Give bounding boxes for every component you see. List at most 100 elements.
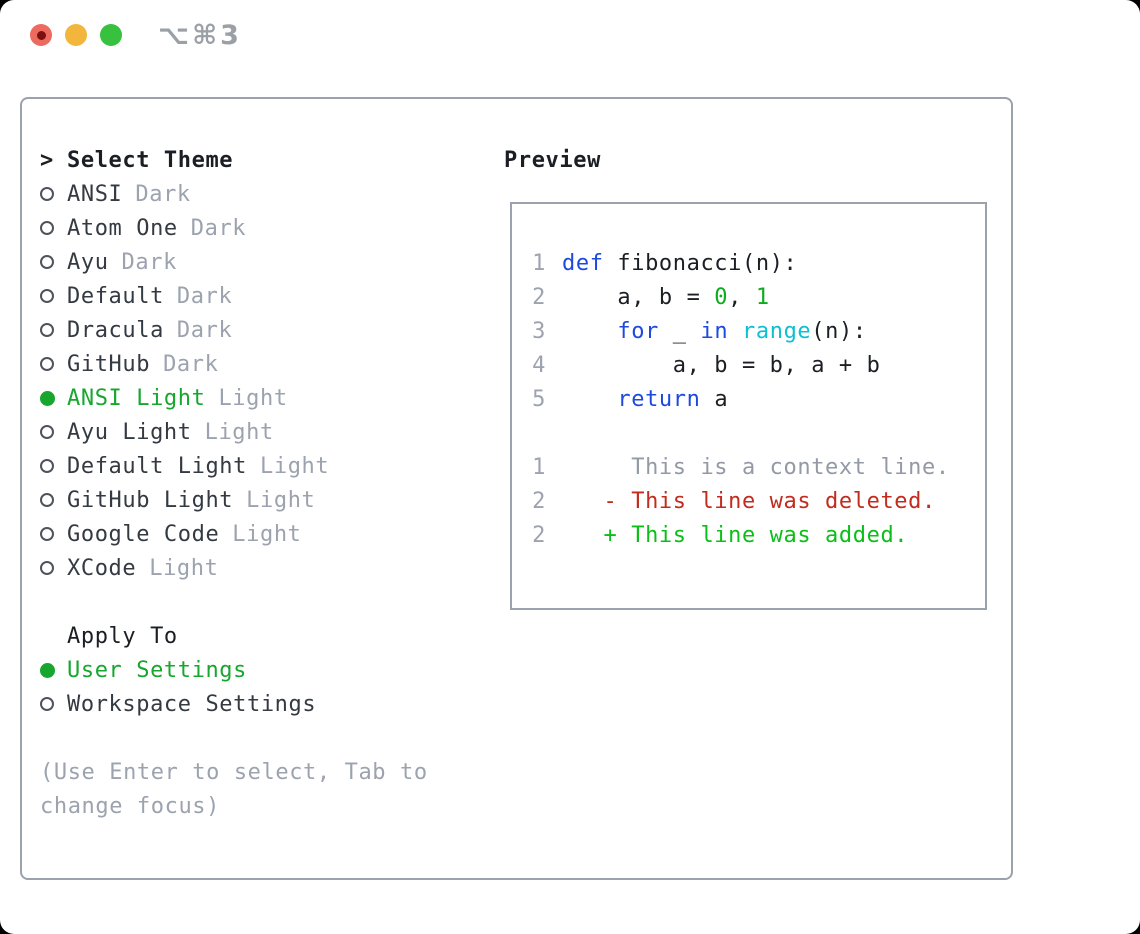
zoom-button[interactable] — [100, 24, 122, 46]
radio-cell — [40, 697, 67, 711]
apply-option-workspace-settings[interactable]: Workspace Settings — [40, 687, 428, 721]
theme-name: Atom One — [67, 215, 178, 241]
line-number: 1 — [532, 454, 546, 480]
code-text: for _ in range(n): — [617, 318, 867, 344]
apply-option-user-settings[interactable]: User Settings — [40, 653, 428, 687]
select-theme-heading: > Select Theme — [40, 143, 428, 177]
select-theme-title: Select Theme — [67, 147, 234, 173]
radio-cell — [40, 221, 67, 235]
radio-unselected-icon — [40, 289, 54, 303]
radio-unselected-icon — [40, 323, 54, 337]
code-line: 4 a, b = b, a + b — [512, 348, 985, 382]
line-number: 1 — [532, 250, 546, 276]
theme-option-atom-one-dark[interactable]: Atom One Dark — [40, 211, 428, 245]
code-text: a, b = 0, 1 — [562, 284, 770, 310]
theme-variant-label: Dark — [176, 283, 233, 309]
radio-cell — [40, 527, 67, 541]
help-line-2: change focus) — [40, 793, 220, 819]
theme-option-ayu-dark[interactable]: Ayu Dark — [40, 245, 428, 279]
radio-unselected-icon — [40, 493, 54, 507]
line-number: 2 — [532, 284, 546, 310]
theme-option-google-code-light[interactable]: Google Code Light — [40, 517, 428, 551]
radio-unselected-icon — [40, 425, 54, 439]
code-line: 1 def fibonacci(n): — [512, 246, 985, 280]
diff-line-added: 2 + This line was added. — [512, 518, 985, 552]
theme-option-github-light-light[interactable]: GitHub Light Light — [40, 483, 428, 517]
diff-preview: 1 This is a context line.2 - This line w… — [512, 450, 985, 552]
radio-unselected-icon — [40, 527, 54, 541]
line-number: 3 — [532, 318, 546, 344]
radio-unselected-icon — [40, 187, 54, 201]
theme-name: GitHub Light — [67, 487, 234, 513]
code-line: 3 for _ in range(n): — [512, 314, 985, 348]
help-line-1: (Use Enter to select, Tab to — [40, 759, 428, 785]
theme-name: Default Light — [67, 453, 247, 479]
theme-name: ANSI — [67, 181, 123, 207]
line-number: 2 — [532, 488, 546, 514]
diff-line-deleted: 2 - This line was deleted. — [512, 484, 985, 518]
radio-selected-icon — [40, 390, 55, 406]
theme-variant-label: Dark — [121, 249, 177, 275]
preview-heading: Preview — [504, 143, 601, 177]
code-line: 2 a, b = 0, 1 — [512, 280, 985, 314]
diff-text: + This line was added. — [562, 522, 909, 548]
theme-variant-label: Light — [149, 555, 219, 581]
radio-cell — [40, 289, 67, 303]
minimize-button[interactable] — [65, 24, 87, 46]
theme-name: Ayu — [67, 249, 109, 275]
gap — [512, 416, 985, 450]
close-button[interactable] — [30, 24, 52, 46]
line-number: 4 — [532, 352, 546, 378]
theme-variant-label: Light — [218, 385, 288, 411]
theme-option-github-dark[interactable]: GitHub Dark — [40, 347, 428, 381]
line-number: 2 — [532, 522, 546, 548]
radio-cell — [40, 323, 67, 337]
code-text: def fibonacci(n): — [562, 250, 798, 276]
radio-unselected-icon — [40, 357, 54, 371]
radio-cell — [40, 662, 67, 678]
theme-option-ansi-light-light[interactable]: ANSI Light Light — [40, 381, 428, 415]
code-text: a, b = b, a + b — [562, 352, 881, 378]
diff-text: This is a context line. — [562, 454, 950, 480]
close-dot-icon — [36, 30, 46, 40]
theme-option-ansi-dark[interactable]: ANSI Dark — [40, 177, 428, 211]
radio-unselected-icon — [40, 221, 54, 235]
code-line: 5 return a — [512, 382, 985, 416]
theme-name: GitHub — [67, 351, 151, 377]
titlebar: ⌥⌘3 — [0, 0, 1140, 70]
theme-variant-label: Light — [246, 487, 316, 513]
diff-line-context: 1 This is a context line. — [512, 450, 985, 484]
radio-cell — [40, 187, 67, 201]
apply-to-title: Apply To — [67, 623, 178, 649]
line-number: 5 — [532, 386, 546, 412]
theme-name: ANSI Light — [67, 385, 206, 411]
theme-variant-label: Dark — [163, 351, 219, 377]
diff-text: - This line was deleted. — [562, 488, 936, 514]
theme-name: Google Code — [67, 521, 220, 547]
radio-unselected-icon — [40, 697, 54, 711]
help-text: (Use Enter to select, Tab to change focu… — [40, 755, 428, 823]
theme-name: Ayu Light — [67, 419, 192, 445]
radio-unselected-icon — [40, 459, 54, 473]
theme-variant-label: Light — [232, 521, 302, 547]
radio-cell — [40, 561, 67, 575]
theme-variant-label: Dark — [135, 181, 191, 207]
theme-variant-label: Dark — [190, 215, 247, 241]
cursor-prefix-icon: > — [40, 147, 54, 173]
apply-option-label: Workspace Settings — [67, 691, 317, 717]
theme-option-default-dark[interactable]: Default Dark — [40, 279, 428, 313]
theme-name: Dracula — [67, 317, 164, 343]
apply-option-label: User Settings — [67, 657, 247, 683]
gap — [40, 721, 428, 755]
radio-cell — [40, 459, 67, 473]
theme-name: Default — [67, 283, 164, 309]
